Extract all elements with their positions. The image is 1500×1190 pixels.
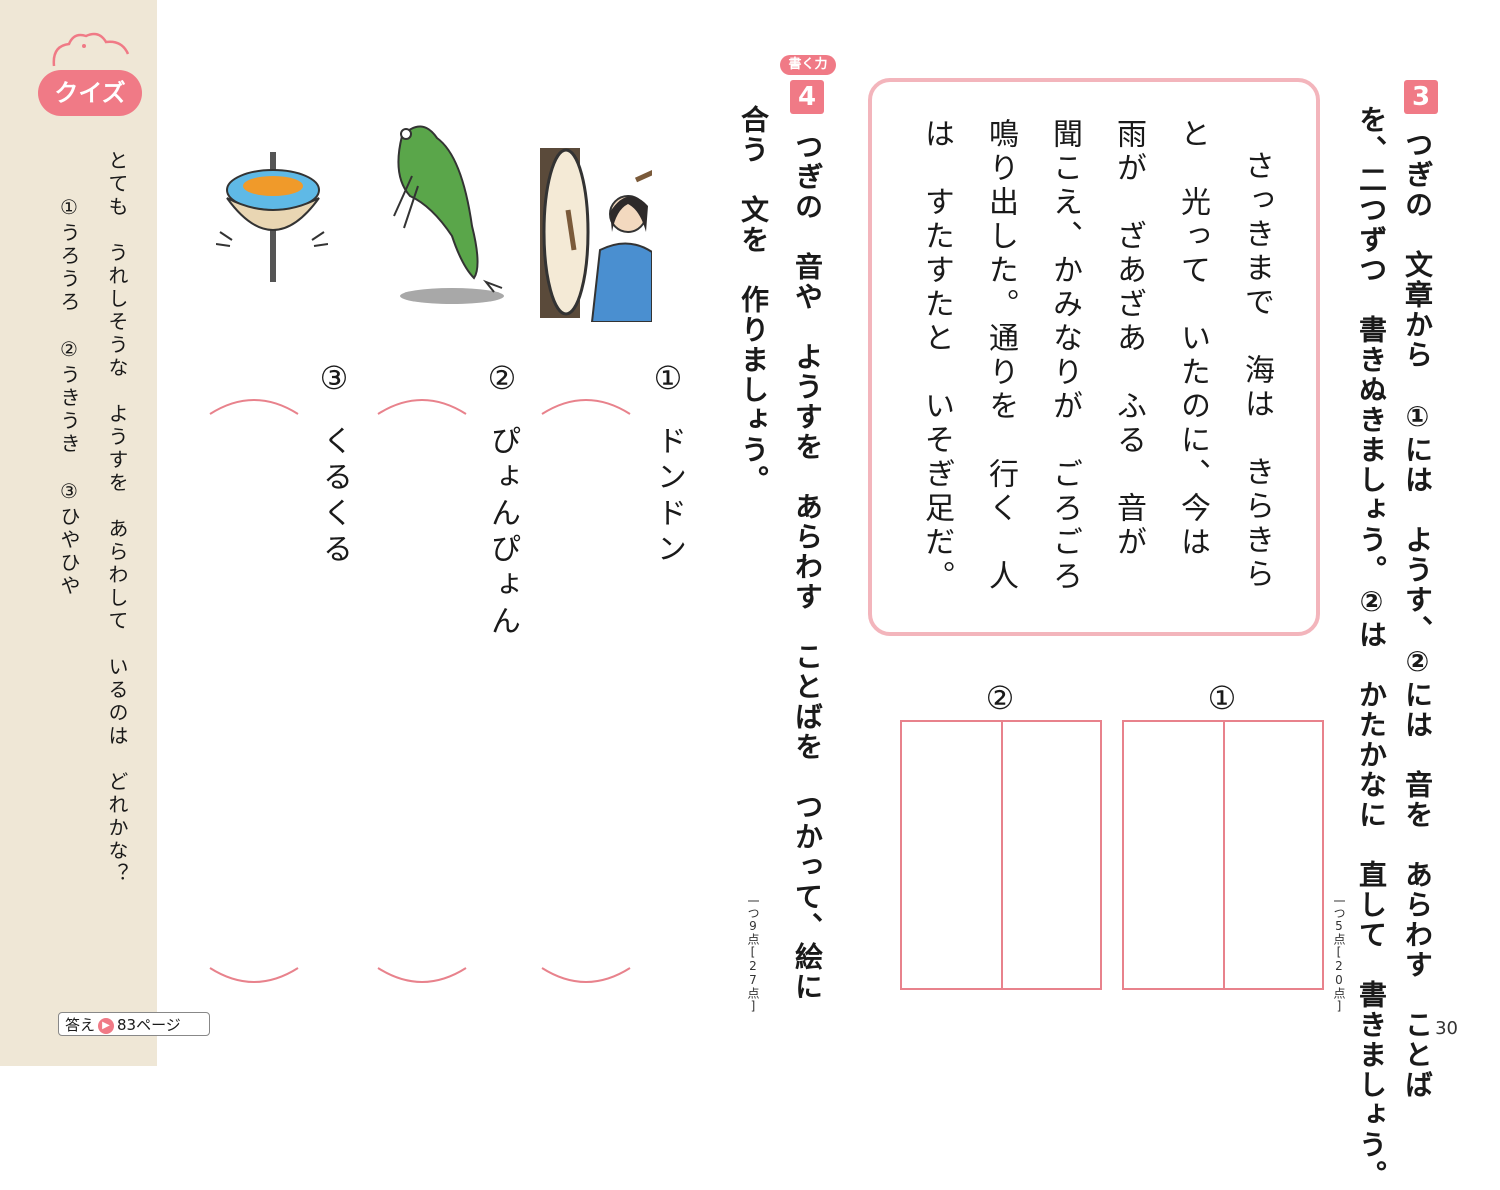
passage-line-5: 鳴り出した。通りを 行く 人 xyxy=(983,118,1018,594)
answer-label: 答え xyxy=(65,1016,96,1034)
passage-line-6: は すたすたと いそぎ足だ。 xyxy=(919,118,954,594)
section-3-number: 3 xyxy=(1404,80,1438,114)
section-4-instruction-1: つぎの 音や ようすを あらわす ことばを つかって、絵に xyxy=(791,132,824,1002)
play-arrow-icon: ▶ xyxy=(98,1017,115,1034)
section-3-instruction-2: を、二つずつ 書きぬきましょう。②は かたかなに 直して 書きましょう。 xyxy=(1355,105,1388,1190)
writing-skill-tag: 書く力 xyxy=(780,55,836,75)
answer-1-label: ① xyxy=(1207,679,1237,717)
section-4-number: 4 xyxy=(790,80,824,114)
section-3-points: 一つ5点[20点] xyxy=(1332,895,1346,1013)
section-3-instruction-1: つぎの 文章から ①には ようす、②には 音を あらわす ことば xyxy=(1401,130,1434,1100)
item-2-bracket-bottom xyxy=(377,967,467,983)
drummer-illustration-icon xyxy=(540,148,652,322)
item-1-label: ① xyxy=(653,359,683,397)
passage-line-4: 聞こえ、かみなりが ごろごろ xyxy=(1047,118,1082,594)
item-1-bracket-top xyxy=(541,399,631,415)
item-3-word: くるくる xyxy=(317,425,352,569)
item-1-bracket-bottom xyxy=(541,967,631,983)
passage-line-3: 雨が ざあざあ ふる 音が xyxy=(1111,118,1146,560)
quiz-question: とても うれしそうな ようすを あらわして いるのは どれかな？ xyxy=(105,150,129,886)
answer-2-label: ② xyxy=(985,679,1015,717)
passage-line-2: と 光って いたのに、今は xyxy=(1175,118,1210,560)
item-2-bracket-top xyxy=(377,399,467,415)
item-3-bracket-top xyxy=(209,399,299,415)
quiz-options: ①うろうろ ②うきうき ③ひやひや xyxy=(57,195,81,598)
answer-grid-1[interactable] xyxy=(1122,720,1324,990)
spinning-top-illustration-icon xyxy=(216,152,328,282)
quiz-sidebar xyxy=(0,0,157,1066)
passage-box xyxy=(868,78,1320,636)
dog-icon xyxy=(52,32,130,67)
item-2-label: ② xyxy=(487,359,517,397)
answer-page: 83ページ xyxy=(117,1016,181,1034)
frog-illustration-icon xyxy=(393,125,504,304)
section-4-instruction-2: 合う 文を 作りましょう。 xyxy=(737,105,770,495)
passage-line-1: さっきまで 海は きらきら xyxy=(1239,150,1274,592)
item-3-label: ③ xyxy=(319,359,349,397)
page-number: 30 xyxy=(1435,1018,1458,1039)
item-2-word: ぴょんぴょん xyxy=(485,425,520,641)
answer-reference[interactable]: 答え▶83ページ xyxy=(58,1012,210,1036)
item-1-word: ドンドン xyxy=(651,425,686,569)
answer-grid-2[interactable] xyxy=(900,720,1102,990)
section-4-points: 一つ9点[27点] xyxy=(746,895,760,1013)
quiz-badge: クイズ xyxy=(38,70,142,116)
item-3-bracket-bottom xyxy=(209,967,299,983)
